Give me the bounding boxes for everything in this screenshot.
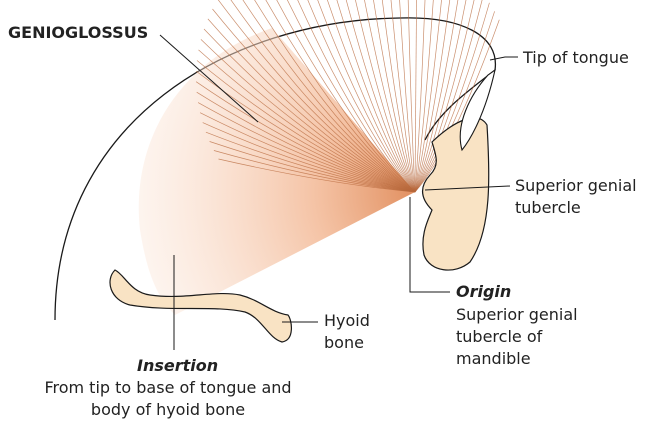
label-superior-genial-tubercle-2: tubercle (515, 198, 581, 218)
label-origin-2: tubercle of (456, 327, 542, 347)
label-insertion-2: body of hyoid bone (8, 400, 328, 420)
label-origin-heading: Origin (456, 282, 511, 302)
muscle-fiber (396, 0, 415, 192)
label-superior-genial-tubercle-1: Superior genial (515, 176, 637, 196)
mandible-section (423, 118, 489, 270)
title-genioglossus: GENIOGLOSSUS (8, 23, 148, 43)
label-insertion-heading: Insertion (137, 356, 218, 376)
label-hyoid-1: Hyoid (324, 311, 370, 331)
label-insertion-1: From tip to base of tongue and (8, 378, 328, 398)
label-origin-3: mandible (456, 349, 531, 369)
muscle-fiber (415, 0, 417, 192)
label-tip-of-tongue: Tip of tongue (523, 48, 629, 68)
label-hyoid-2: bone (324, 333, 364, 353)
label-origin-1: Superior genial (456, 305, 578, 325)
